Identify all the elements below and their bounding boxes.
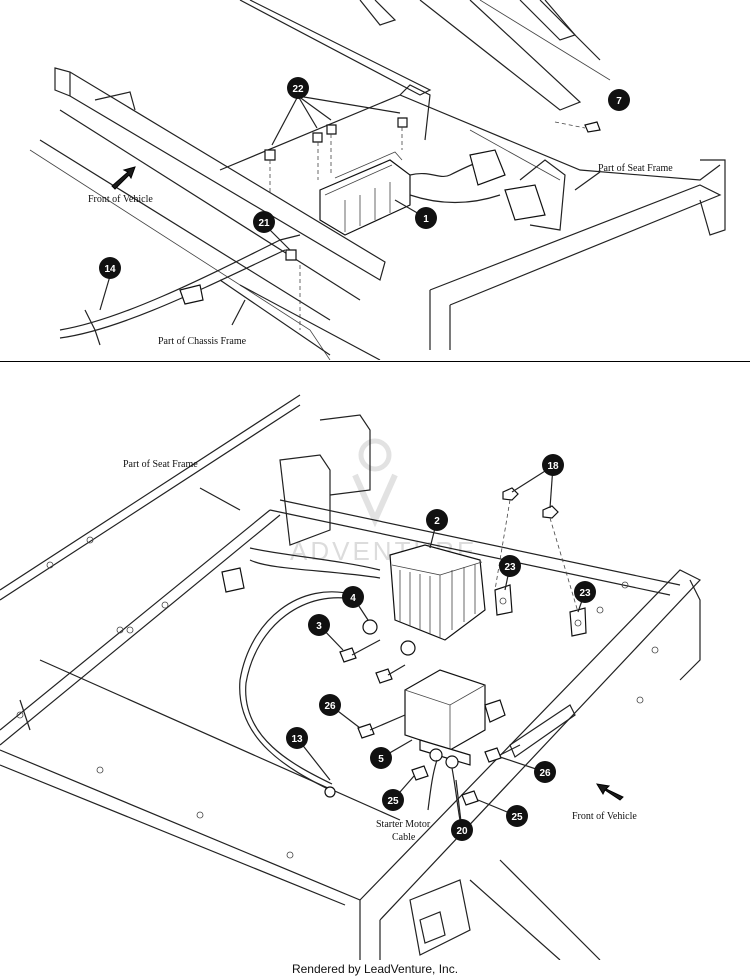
fasteners-bottom (339, 619, 521, 806)
svg-text:1: 1 (423, 214, 429, 225)
svg-text:2: 2 (434, 516, 440, 527)
svg-text:3: 3 (316, 621, 322, 632)
leader-lines-top (99, 95, 601, 326)
front-arrow-bottom (596, 783, 624, 801)
ecu-module (319, 151, 411, 236)
footer-credit: Rendered by LeadVenture, Inc. (291, 962, 459, 976)
seat-frame-body (0, 394, 701, 960)
callout-5: 5 (370, 747, 392, 769)
callout-4: 4 (342, 586, 364, 608)
svg-text:25: 25 (387, 796, 399, 807)
callout-22: 22 (287, 77, 309, 99)
svg-text:26: 26 (324, 701, 336, 712)
callout-25-right: 25 (506, 805, 528, 827)
callout-20: 20 (451, 819, 473, 841)
seat-frame-perimeter (219, 84, 726, 350)
svg-text:14: 14 (104, 264, 116, 275)
svg-text:23: 23 (579, 588, 591, 599)
bottom-diagram-panel: ADVENTURE (0, 366, 750, 960)
callout-25-left: 25 (382, 789, 404, 811)
svg-text:18: 18 (547, 461, 559, 472)
callout-2: 2 (426, 509, 448, 531)
bottom-diagram-svg: ADVENTURE (0, 394, 701, 960)
callout-13: 13 (286, 727, 308, 749)
svg-text:5: 5 (378, 754, 384, 765)
chassis-rail (29, 67, 386, 360)
callout-21: 21 (253, 211, 275, 233)
seat-frame-label-top: Part of Seat Frame (598, 163, 673, 174)
starter-motor-cable-label-2: Cable (392, 832, 416, 843)
top-diagram-svg: Front of Vehicle Part of Seat Frame Part… (29, 0, 726, 360)
callout-1: 1 (415, 207, 437, 229)
callout-18: 18 (542, 454, 564, 476)
callout-26-left: 26 (319, 694, 341, 716)
cables-bottom (221, 547, 461, 821)
chassis-frame-label: Part of Chassis Frame (158, 336, 247, 347)
callout-3: 3 (308, 614, 330, 636)
callout-7: 7 (608, 89, 630, 111)
panel-divider (0, 361, 750, 362)
frame-holes (16, 536, 659, 859)
svg-text:21: 21 (258, 218, 270, 229)
callout-23-left: 23 (499, 555, 521, 577)
bracket-23-left (494, 584, 513, 616)
svg-text:25: 25 (511, 812, 523, 823)
front-arrow-top (111, 166, 136, 190)
wiring-harness (59, 149, 546, 346)
top-diagram-panel: Front of Vehicle Part of Seat Frame Part… (0, 0, 750, 360)
front-of-vehicle-label-bottom: Front of Vehicle (572, 811, 637, 822)
screws-top (264, 117, 601, 330)
svg-text:7: 7 (616, 96, 622, 107)
svg-text:26: 26 (539, 768, 551, 779)
svg-text:20: 20 (456, 826, 468, 837)
svg-text:23: 23 (504, 562, 516, 573)
seat-frame-label-bottom: Part of Seat Frame (123, 459, 198, 470)
callout-14: 14 (99, 257, 121, 279)
callout-26-right: 26 (534, 761, 556, 783)
svg-text:22: 22 (292, 84, 304, 95)
starter-motor-cable-label-1: Starter Motor (376, 819, 431, 830)
svg-text:13: 13 (291, 734, 303, 745)
bracket-23-right (569, 607, 587, 637)
watermark-logo (352, 438, 398, 528)
svg-text:4: 4 (350, 593, 356, 604)
voltage-regulator (389, 544, 486, 641)
front-of-vehicle-label-top: Front of Vehicle (88, 194, 153, 205)
callout-23-right: 23 (574, 581, 596, 603)
